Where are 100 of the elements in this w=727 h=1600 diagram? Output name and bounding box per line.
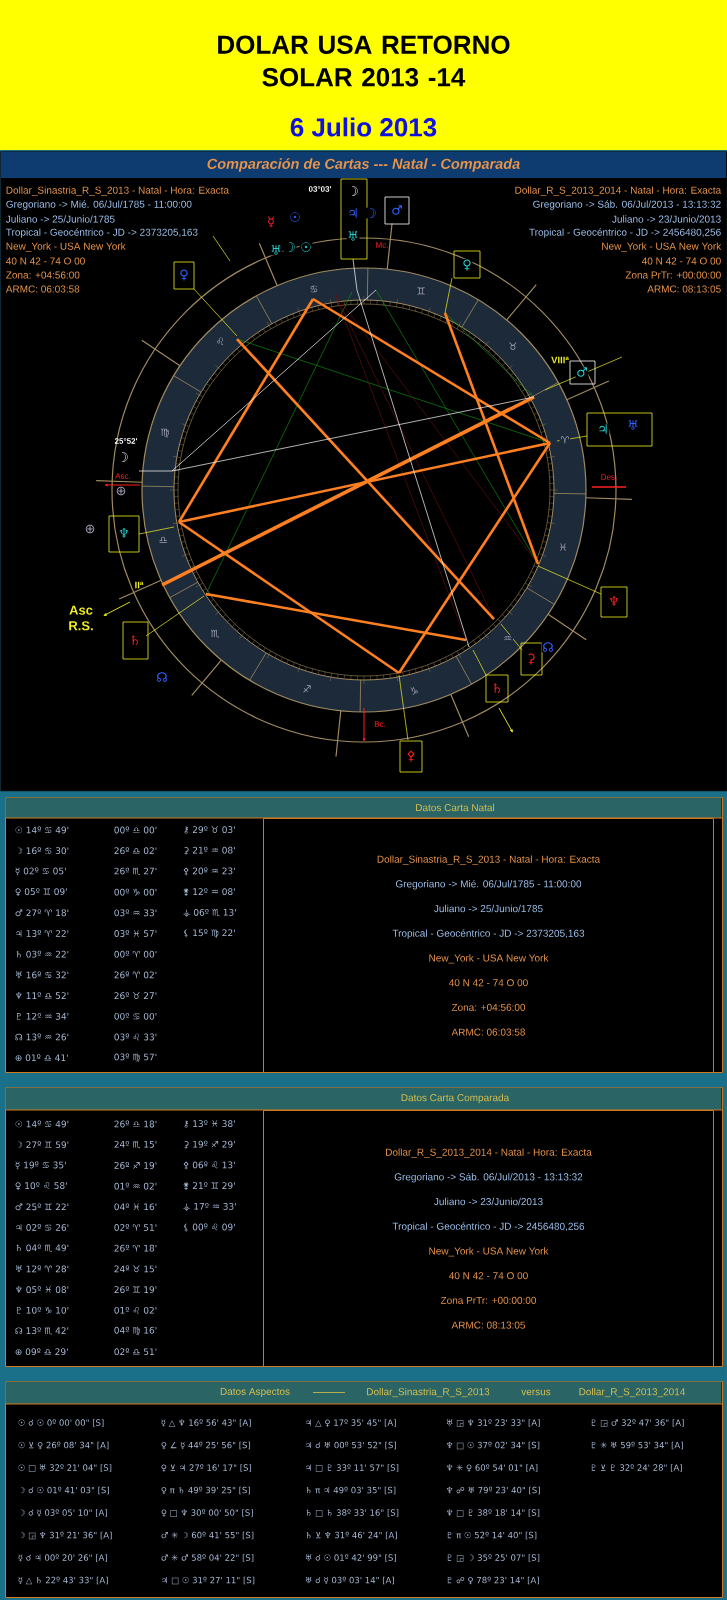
aspect-entry: ♇ π ☉ 52º 14' 40" [S]	[447, 1531, 537, 1540]
info-box: Dollar_Sinastria_R_S_2013 - Natal - Hora: Exacta Gregoriano -> Mié. 06/Jul/1785 - 11:00:00 Juliano -> 25/Junio/1785 Tropical - Geocéntrico - JD -> 2373205,163 New_York - USA New York 40 N 42 - 74 O 00 Zona: +04:56:00 ARMC: 06:03:58	[263, 818, 714, 1073]
planet-glyph: ♅	[626, 419, 640, 431]
aspect-entry: ♄ ⊻ ♆ 31º 46' 24" [A]	[306, 1531, 397, 1540]
chart-data-text: ARMC: 06:03:58	[5, 285, 80, 293]
position-entry: ⚸ 00º ♌ 09'	[184, 1223, 235, 1232]
position-entry: ⊕ 01º ♎ 41'	[15, 1054, 68, 1062]
position-entry: ⊕ 09º ♎ 29'	[15, 1348, 68, 1356]
chart-data-text: Tropical - Geocéntrico - JD -> 2456480,256	[529, 228, 721, 238]
zodiac-sign: ♉	[507, 341, 519, 351]
chart-data-text: Dollar_R_S_2013_2014 - Natal - Hora: Exacta	[515, 186, 722, 196]
position-entry: ⚶ 06º ♏ 13'	[183, 908, 236, 917]
aspect-entry: ♃ ☌ ♅ 00º 53' 52" [S]	[306, 1441, 396, 1450]
zodiac-sign: ♑	[408, 686, 420, 696]
aspect-entry: ♀ π ♄ 49º 39' 25" [S]	[161, 1486, 250, 1495]
chart-data-text: New_York - USA New York	[602, 242, 722, 252]
planet-glyph: ♃	[596, 423, 610, 435]
position-entry: 04º ♍ 16'	[114, 1326, 157, 1336]
aspect-entry: ♇ ◲ ☽ 35º 25' 07" [S]	[447, 1554, 540, 1562]
aspect-entry: ♃ △ ♀ 17º 35' 45" [A]	[306, 1419, 396, 1427]
zodiac-sign: ♈	[559, 435, 571, 445]
position-entry: 02º ♎ 51'	[114, 1348, 157, 1356]
position-entry: 00º ♑ 00'	[114, 888, 157, 896]
aspect-entry: ☿ △ ♆ 16º 56' 43" [A]	[161, 1419, 251, 1427]
angle-label: Mc.	[376, 242, 388, 248]
aspect-entry: ☉ ☌ ☉ 0º 00' 00" [S]	[18, 1419, 104, 1427]
degree-label: 25°52'	[114, 438, 138, 444]
aspect-entry: ♇ ◲ ♂ 32º 47' 36" [A]	[591, 1419, 684, 1427]
zodiac-sign: ♌	[214, 336, 226, 346]
position-entry: 26º ♊ 19'	[114, 1286, 157, 1293]
position-entry: ⚷ 29º ♉ 03'	[184, 826, 235, 834]
aspect-entry: ♂ ✳ ♂ 58º 04' 22" [S]	[161, 1554, 254, 1562]
position-entry: ⚷ 13º ♓ 38'	[184, 1120, 235, 1128]
position-entry: ♀ 10º ♌ 58'	[15, 1182, 67, 1190]
position-entry: ☿ 19º ♋ 35'	[15, 1161, 66, 1170]
aspect-entry: ♆ ✳ ♀ 60º 54' 01" [A]	[446, 1464, 538, 1472]
planet-glyph: ☽	[116, 451, 130, 463]
zodiac-sign: ♒	[502, 635, 514, 643]
chart-data-text: 40 N 42 - 74 O 00	[6, 257, 85, 265]
planet-glyph: ☽	[364, 207, 378, 219]
axis-label: Asc R.S.	[69, 605, 93, 631]
aspect-entry: ♅ ☌ ☿ 03º 03' 14" [A]	[305, 1576, 394, 1585]
position-entry: 00º ♈ 00'	[114, 950, 157, 958]
planet-glyph: ♅	[269, 244, 283, 256]
planet-glyph: ☽	[346, 185, 360, 197]
planet-glyph: ☿	[266, 216, 276, 229]
position-entry: ☉ 14º ♋ 49'	[15, 1120, 69, 1128]
planet-glyph: ☊	[155, 671, 169, 683]
degree-label: 03°03'	[308, 186, 332, 192]
position-entry: ♃ 02º ♋ 26'	[16, 1224, 69, 1231]
aspect-entry: ☿ △ ♄ 22º 43' 33" [A]	[18, 1576, 108, 1585]
house-label: IIª	[135, 581, 144, 589]
chart-data-text: Juliano -> 23/Junio/2013	[612, 215, 721, 223]
aspect-entry: ☽ ☌ ☿ 03º 05' 10" [A]	[20, 1509, 107, 1517]
position-entry: ♀ 05º ♊ 09'	[15, 888, 67, 896]
position-entry: 03º ♍ 57'	[114, 1053, 157, 1062]
planet-glyph: ☉	[288, 211, 302, 223]
aspect-entry: ♇ ⊻ ♇ 32º 24' 28" [A]	[591, 1464, 682, 1472]
position-entry: 03º ♒ 33'	[114, 909, 157, 917]
zodiac-sign: ♍	[159, 427, 171, 439]
aspect-entry: ♆ ☍ ♅ 79º 23' 40" [S]	[446, 1486, 540, 1495]
planet-glyph: ⊕	[83, 524, 97, 534]
position-entry: ⚳ 21º ♒ 08'	[184, 846, 235, 855]
position-entry: 04º ♓ 16'	[114, 1203, 157, 1211]
planet-glyph: ☉	[299, 241, 313, 253]
aspect-entry: ♀ ∠ ☿ 44º 25' 56" [S]	[161, 1441, 251, 1450]
chart-data-text: Zona: +04:56:00	[6, 271, 80, 279]
position-entry: ♅ 12º ♈ 28'	[15, 1265, 69, 1273]
aspect-entry: ♄ □ ♄ 38º 33' 16" [S]	[306, 1509, 399, 1517]
title: DOLAR USA RETORNO SOLAR 2013 -14	[218, 35, 510, 87]
planet-glyph: ⊕	[114, 486, 128, 496]
position-entry: ⚶ 17º ♒ 33'	[183, 1202, 236, 1211]
planet-glyph: ♀	[178, 268, 190, 282]
zodiac-sign: ♊	[415, 286, 427, 296]
planet-glyph: ♄	[490, 682, 504, 694]
position-entry: ♄ 04º ♏ 49'	[16, 1244, 69, 1252]
position-entry: 26º ♎ 02'	[114, 847, 157, 855]
aspect-entry: ♄ π ♃ 49º 03' 35" [S]	[306, 1486, 396, 1495]
position-entry: ⚵ 21º ♊ 29'	[183, 1182, 235, 1190]
aspect-entry: ☉ ⊻ ♀ 26º 08' 34" [A]	[18, 1441, 109, 1450]
chart-data-text: ARMC: 08:13:05	[647, 285, 721, 293]
chart-data-text: 40 N 42 - 74 O 00	[641, 257, 721, 265]
aspect-entry: ☽ ◲ ♆ 31º 21' 36" [A]	[20, 1531, 112, 1540]
position-entry: ♆ 05º ♓ 08'	[15, 1286, 69, 1293]
position-entry: 26º ♈ 02'	[114, 971, 157, 979]
position-entry: 26º ♐ 19'	[114, 1162, 157, 1169]
planet-glyph: ☽	[283, 241, 297, 253]
planet-glyph: ♄	[128, 634, 142, 646]
position-entry: ♆ 11º ♎ 52'	[15, 992, 69, 999]
chart-data-text: Zona PrTr: +00:00:00	[625, 271, 721, 279]
position-entry: ☊ 13º ♒ 26'	[15, 1033, 69, 1041]
position-entry: 24º ♉ 15'	[114, 1265, 157, 1273]
aspect-entry: ♇ ✳ ♅ 59º 53' 34" [A]	[591, 1441, 683, 1450]
position-entry: 03º ♌ 33'	[114, 1033, 157, 1041]
position-entry: 26º ♉ 27'	[114, 992, 157, 999]
position-entry: ⚴ 20º ♒ 23'	[183, 867, 235, 876]
position-entry: 26º ♏ 27'	[114, 867, 157, 876]
position-entry: 02º ♈ 51'	[114, 1224, 157, 1231]
zodiac-sign: ♋	[308, 284, 320, 294]
position-entry: 01º ♌ 02'	[114, 1306, 157, 1314]
